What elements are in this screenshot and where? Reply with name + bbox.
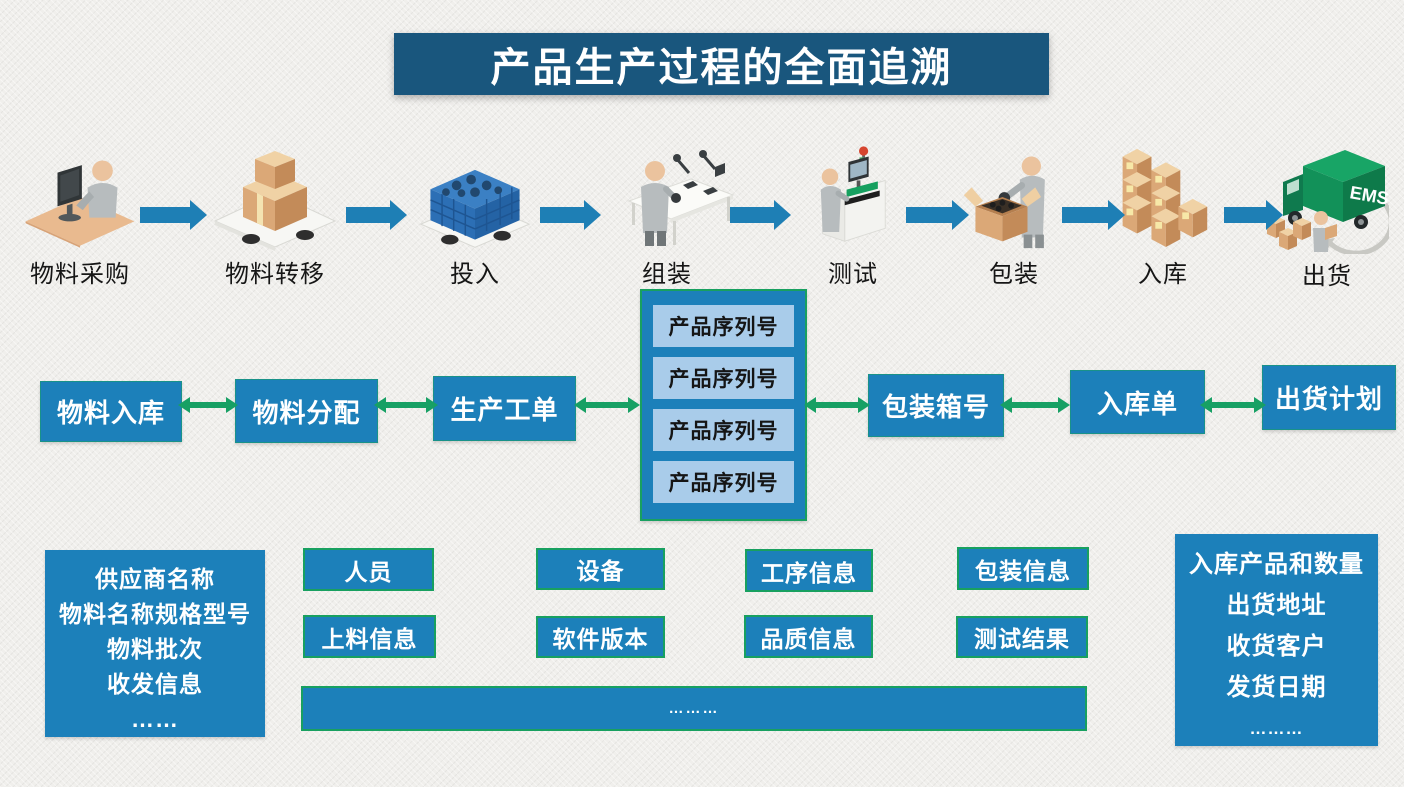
box-inbound-receipt: 入库单 bbox=[1070, 370, 1205, 434]
station-warehouse: 入库 bbox=[1108, 142, 1218, 289]
panel-line: 物料批次 bbox=[107, 636, 203, 662]
link-arrow-icon bbox=[586, 402, 628, 408]
station-label: 投入 bbox=[450, 261, 500, 288]
station-test: 测试 bbox=[788, 142, 918, 289]
box-personnel: 人员 bbox=[303, 548, 434, 591]
warehouse-boxes-icon bbox=[1122, 148, 1208, 247]
panel-line: …… bbox=[131, 706, 179, 732]
assembly-line-icon bbox=[627, 150, 735, 246]
panel-line: 收货客户 bbox=[1226, 633, 1327, 660]
station-label: 测试 bbox=[828, 261, 878, 288]
station-input: 投入 bbox=[405, 142, 545, 289]
station-label: 物料转移 bbox=[225, 261, 325, 288]
page-title: 产品生产过程的全面追溯 bbox=[490, 46, 953, 90]
process-arrow-icon bbox=[730, 207, 774, 223]
link-arrow-icon bbox=[816, 402, 858, 408]
supplier-info-panel: 供应商名称 物料名称规格型号 物料批次 收发信息 …… bbox=[45, 550, 265, 737]
shipping-info-panel: 入库产品和数量 出货地址 收货客户 发货日期 ……… bbox=[1175, 534, 1378, 746]
station-assembly: 组装 bbox=[598, 142, 736, 289]
panel-line: 物料名称规格型号 bbox=[59, 601, 251, 627]
station-transfer: 物料转移 bbox=[205, 142, 345, 289]
serial-number-box: 产品序列号 bbox=[653, 305, 794, 347]
station-packaging: 包装 bbox=[955, 142, 1073, 289]
panel-line: 发货日期 bbox=[1226, 674, 1327, 701]
box-software-version: 软件版本 bbox=[536, 616, 665, 658]
panel-line: ……… bbox=[1249, 719, 1304, 738]
ems-truck-icon: EMS bbox=[1267, 150, 1389, 254]
box-material-allocation: 物料分配 bbox=[235, 379, 378, 443]
person-computer-icon bbox=[25, 160, 135, 248]
serial-number-box: 产品序列号 bbox=[653, 409, 794, 451]
process-arrow-icon bbox=[140, 207, 190, 223]
more-items-bar: ……… bbox=[301, 686, 1087, 731]
station-label: 包装 bbox=[989, 261, 1039, 288]
box-equipment: 设备 bbox=[536, 548, 665, 590]
box-shipping-plan: 出货计划 bbox=[1262, 365, 1396, 430]
process-arrow-icon bbox=[1062, 207, 1108, 223]
process-arrow-icon bbox=[346, 207, 390, 223]
box-packaging-info: 包装信息 bbox=[957, 547, 1089, 590]
boxes-conveyor-icon bbox=[213, 151, 337, 251]
box-test-result: 测试结果 bbox=[956, 616, 1088, 658]
station-label: 物料采购 bbox=[30, 261, 130, 288]
panel-line: 收发信息 bbox=[107, 671, 203, 697]
process-arrow-icon bbox=[1224, 207, 1266, 223]
station-label: 出货 bbox=[1302, 263, 1352, 290]
panel-line: 入库产品和数量 bbox=[1189, 551, 1364, 578]
panel-line: 供应商名称 bbox=[95, 566, 215, 592]
serial-number-group: 产品序列号 产品序列号 产品序列号 产品序列号 bbox=[640, 289, 807, 521]
link-arrow-icon bbox=[1012, 402, 1058, 408]
test-station-icon bbox=[820, 146, 886, 242]
link-arrow-icon bbox=[1212, 402, 1254, 408]
station-shipping: EMS 出货 bbox=[1263, 142, 1391, 291]
station-label: 入库 bbox=[1138, 261, 1188, 288]
box-process-info: 工序信息 bbox=[745, 549, 873, 592]
serial-number-box: 产品序列号 bbox=[653, 461, 794, 503]
box-quality-info: 品质信息 bbox=[744, 615, 873, 658]
link-arrow-icon bbox=[190, 402, 226, 408]
station-label: 组装 bbox=[642, 261, 692, 288]
panel-line: 出货地址 bbox=[1226, 592, 1327, 619]
title-banner: 产品生产过程的全面追溯 bbox=[394, 33, 1049, 95]
station-procurement: 物料采购 bbox=[16, 142, 144, 289]
link-arrow-icon bbox=[386, 402, 426, 408]
process-arrow-icon bbox=[540, 207, 584, 223]
box-packing-box-no: 包装箱号 bbox=[868, 374, 1004, 437]
crate-cart-icon bbox=[419, 169, 531, 248]
packing-box-icon bbox=[963, 156, 1045, 249]
process-arrow-icon bbox=[906, 207, 952, 223]
box-material-inbound: 物料入库 bbox=[40, 381, 182, 442]
serial-number-box: 产品序列号 bbox=[653, 357, 794, 399]
box-loading-info: 上料信息 bbox=[303, 615, 436, 658]
box-work-order: 生产工单 bbox=[433, 376, 576, 441]
